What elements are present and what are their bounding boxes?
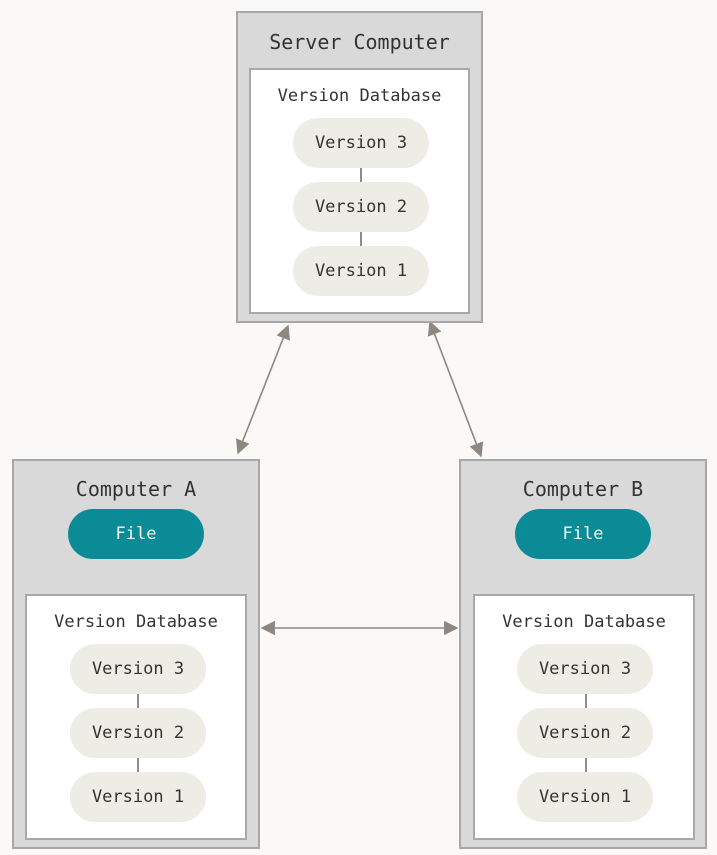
- server-to-computer-b-arrow: [427, 320, 484, 458]
- computer-a-version-1: Version 1: [70, 772, 206, 822]
- computer-b-version-database: Version Database Version 3 Version 2 Ver…: [473, 594, 695, 840]
- server-version-1: Version 1: [293, 246, 429, 296]
- server-to-computer-a-arrow: [236, 324, 290, 455]
- server-db-title: Version Database: [277, 86, 442, 106]
- computer-b-version-2: Version 2: [517, 708, 653, 758]
- server-version-3: Version 3: [293, 118, 429, 168]
- computer-b-db-title: Version Database: [502, 612, 666, 632]
- computer-a-version-3: Version 3: [70, 644, 206, 694]
- computer-a-db-title: Version Database: [54, 612, 218, 632]
- server-version-database: Version Database Version 3 Version 2 Ver…: [249, 68, 470, 314]
- computer-b-file: File: [515, 509, 651, 559]
- server-computer-title: Server Computer: [269, 30, 450, 54]
- computer-b-version-3: Version 3: [517, 644, 653, 694]
- computer-a-version-2: Version 2: [70, 708, 206, 758]
- computer-a-file: File: [68, 509, 204, 559]
- computer-b-title: Computer B: [522, 477, 644, 501]
- computer-b-box: Computer B File Version Database Version…: [459, 459, 707, 849]
- computer-a-title: Computer A: [75, 477, 197, 501]
- server-computer-box: Server Computer Version Database Version…: [236, 11, 483, 323]
- server-version-2: Version 2: [293, 182, 429, 232]
- computer-a-version-database: Version Database Version 3 Version 2 Ver…: [25, 594, 247, 840]
- computer-b-version-1: Version 1: [517, 772, 653, 822]
- computer-a-box: Computer A File Version Database Version…: [12, 459, 260, 849]
